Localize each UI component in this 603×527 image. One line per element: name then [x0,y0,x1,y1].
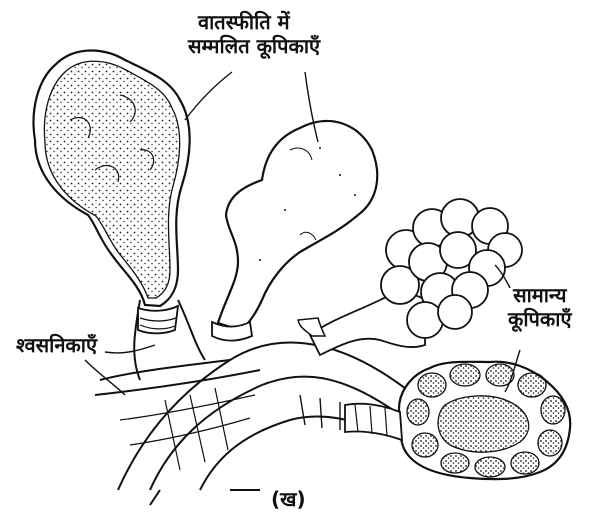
bronchioles-label: श्वसनिकाएँ [16,333,97,357]
figure-caption: (ख) [271,487,306,511]
leader-emphysema-1 [185,72,232,120]
normal-alveoli-label: सामान्य कूपिकाएँ [508,283,572,331]
middle-alveolus [212,121,377,341]
leader-bronch [105,345,155,353]
emphysema-alveolus [34,50,190,333]
normal-label-line2: कूपिकाएँ [508,307,572,331]
normal-label-line1: सामान्य [508,283,572,307]
leader-bronch-2 [85,360,125,395]
emphysema-label-line1: वातस्फीति में [188,10,320,34]
emphysema-label-line2: सम्मलित कूपिकाएँ [188,34,320,58]
emphysema-alveoli-label: वातस्फीति में सम्मलित कूपिकाएँ [188,10,320,58]
emphysema-alveolus-small [345,362,570,479]
